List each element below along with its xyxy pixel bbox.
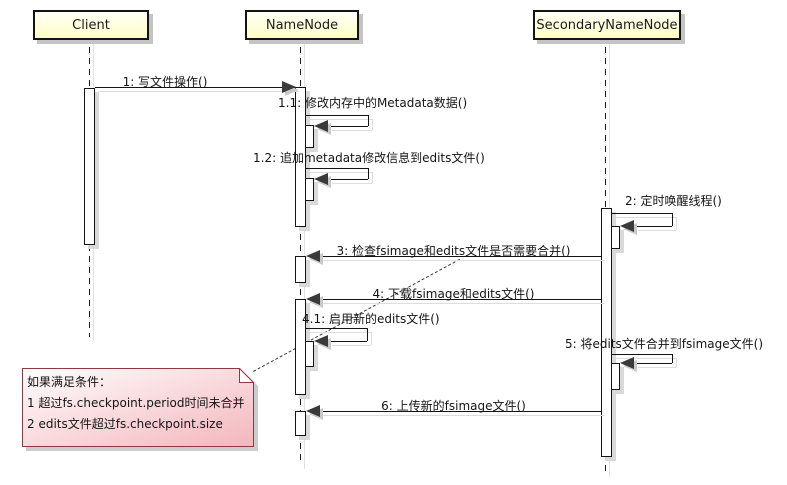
arrowhead-left-icon [306,250,320,262]
message-5-label: 5: 将edits文件合并到fsimage文件() [565,337,764,351]
note-shape [22,367,255,447]
note-line: 如果满足条件： [27,375,112,389]
activation-bar-namenode-4-1 [305,341,314,367]
message-5-loop-bottom [634,363,672,364]
arrowhead-left-icon [314,173,328,185]
arrowhead-left-icon [620,357,634,369]
arrowhead-left-icon [306,405,320,417]
message-1-2-loop-top [306,168,368,169]
message-4-1-label: 4.1: 启用新的edits文件() [302,312,440,326]
activation-bar-namenode-6 [295,411,306,436]
message-1-label: 1: 写文件操作() [122,75,208,89]
arrowhead-right-icon [282,81,296,93]
arrowhead-left-icon [314,335,328,347]
message-1-2-loop-side [368,168,369,179]
note-fold-icon [239,367,255,383]
activation-bar-secondarynamenode-2 [611,226,620,249]
message-2-loop-side [672,213,673,226]
activation-bar-namenode-1 [295,87,306,227]
message-4-1-loop-bottom [328,341,367,342]
actor-label-client: Client [72,17,110,33]
note-line: 1 超过fs.checkpoint.period时间未合并 [27,396,245,410]
activation-bar-namenode-3 [295,256,306,283]
message-2-label: 2: 定时唤醒线程() [625,194,722,208]
actor-label-secondarynamenode: SecondaryNameNode [536,17,678,33]
activation-bar-secondarynamenode-5 [611,363,620,390]
activation-bar-client [84,88,95,245]
actor-box-client: Client [33,10,149,40]
message-4-1-loop-side [367,328,368,341]
arrowhead-left-icon [620,220,634,232]
message-4-label: 4: 下载fsimage和edits文件() [372,287,535,301]
message-4-line [319,299,601,300]
message-1-1-loop-bottom [328,126,368,127]
message-4-1-loop-top [306,328,367,329]
note-text: 如果满足条件： 1 超过fs.checkpoint.period时间未合并 2 … [27,372,249,435]
activation-bar-secondarynamenode [601,208,612,457]
activation-bar-namenode-1-1 [305,125,314,148]
arrowhead-left-icon [314,120,328,132]
message-1-2-label: 1.2: 追加metadata修改信息到edits文件() [253,151,485,165]
actor-box-namenode: NameNode [245,10,359,40]
actor-box-secondarynamenode: SecondaryNameNode [533,10,681,40]
message-5-loop-top [612,354,672,355]
message-1-line [95,87,295,88]
message-1-1-loop-side [368,115,369,126]
message-2-loop-bottom [634,226,672,227]
activation-bar-namenode-1-2 [305,178,314,201]
message-1-1-loop-top [306,115,368,116]
message-5-loop-side [672,354,673,363]
message-2-loop-top [612,213,672,214]
condition-note: 如果满足条件： 1 超过fs.checkpoint.period时间未合并 2 … [22,367,258,451]
message-6-line [319,411,601,412]
message-1-1-label: 1.1: 修改内存中的Metadata数据() [278,96,468,110]
note-line: 2 edits文件超过fs.checkpoint.size [27,417,223,431]
message-3-label: 3: 检查fsimage和edits文件是否需要合并() [336,244,571,258]
message-6-label: 6: 上传新的fsimage文件() [381,399,526,413]
lifeline-namenode [300,36,301,465]
arrowhead-left-icon [306,293,320,305]
message-3-line [319,256,601,257]
message-1-2-loop-bottom [328,179,368,180]
actor-label-namenode: NameNode [265,17,339,33]
